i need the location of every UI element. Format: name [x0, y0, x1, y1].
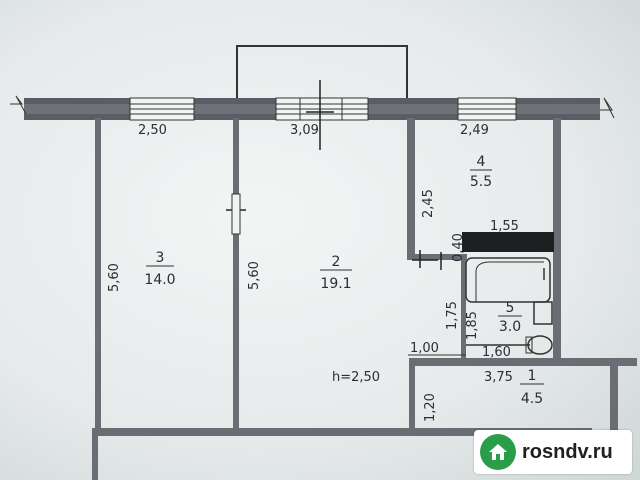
room-5-label: 5 3.0: [498, 300, 522, 335]
watermark-badge[interactable]: rosndv.ru: [474, 430, 632, 474]
dim-top-right: 2,49: [460, 123, 489, 138]
balcony: [236, 45, 408, 101]
wall-far-right: [610, 364, 618, 450]
room-area: 3.0: [499, 319, 521, 335]
dim-top-center: 3,09: [290, 123, 319, 138]
room-area: 19.1: [320, 276, 351, 292]
room-2-label: 2 19.1: [320, 254, 352, 292]
wall-hall-left: [461, 255, 466, 363]
dim-hall-a: 1,75: [445, 301, 460, 330]
wall-entry-top: [409, 358, 637, 366]
room-number: 4: [477, 154, 486, 170]
window-right: [457, 97, 517, 121]
room-number: 5: [506, 300, 515, 316]
bathtub: [465, 257, 551, 303]
dim-room2-side: 5,60: [247, 261, 262, 290]
dim-bath-bottom: 1,60: [482, 345, 511, 360]
room-3-label: 3 14.0: [144, 250, 175, 288]
house-icon: [489, 444, 507, 460]
wall-bottom-left: [92, 428, 98, 480]
wall-room2-room4: [407, 118, 415, 260]
dim-bath-gap: 0,40: [451, 233, 466, 262]
room-4-label: 4 5.5: [470, 154, 492, 190]
dim-entry-side: 1,20: [423, 393, 438, 422]
room-area: 4.5: [521, 391, 543, 407]
wall-left: [95, 118, 101, 432]
window-center: [275, 97, 369, 121]
room-number: 3: [156, 250, 165, 266]
dim-room4-side: 2,45: [421, 189, 436, 218]
dim-room3-side: 5,60: [107, 263, 122, 292]
bath-partition: [462, 232, 554, 252]
dim-bath-top: 1,55: [490, 219, 519, 234]
wall-right: [553, 118, 561, 364]
dim-entry-width: 3,75: [484, 370, 513, 385]
window-left: [129, 97, 195, 121]
watermark-site: rosndv.ru: [522, 440, 613, 463]
room-1-label: 1 4.5: [520, 368, 544, 407]
room-number: 1: [528, 368, 537, 384]
dim-top-left: 2,50: [138, 123, 167, 138]
watermark-logo: [480, 434, 516, 470]
wall-room4-bottom: [407, 254, 467, 260]
dim-hall-b: 1,85: [465, 311, 480, 340]
room-number: 2: [332, 254, 341, 270]
wall-bottom: [92, 428, 592, 436]
room-area: 5.5: [470, 174, 492, 190]
sink: [533, 301, 553, 325]
wall-entry-left: [409, 360, 415, 432]
wall-room3-room2: [233, 118, 239, 430]
ceiling-height: h=2,50: [332, 370, 380, 385]
room-area: 14.0: [144, 272, 175, 288]
dim-hall-c: 1,00: [410, 341, 439, 356]
